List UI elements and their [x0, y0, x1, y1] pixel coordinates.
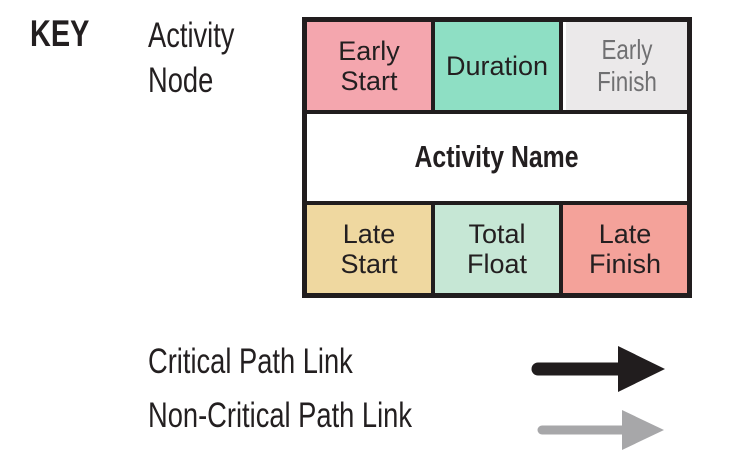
late-finish-label: Late Finish — [588, 218, 662, 280]
critical-path-link-text: Critical Path Link — [148, 342, 353, 381]
late-start-cell: Late Start — [307, 205, 431, 293]
key-heading: KEY — [30, 13, 106, 55]
total-float-label: Total Float — [466, 218, 528, 280]
activity-node-diagram: Early Start Duration Early Finish Activi… — [302, 17, 692, 298]
non-critical-path-arrow-icon — [537, 410, 664, 450]
activity-name-label: Activity Name — [414, 139, 580, 175]
late-start-label: Late Start — [340, 218, 398, 280]
early-start-label: Early Start — [338, 35, 400, 96]
total-float-cell: Total Float — [435, 205, 559, 293]
early-finish-label: Early Finish — [596, 34, 657, 97]
non-critical-path-link-text: Non-Critical Path Link — [148, 396, 413, 435]
non-critical-path-link-label: Non-Critical Path Link — [148, 398, 486, 434]
activity-name-cell: Activity Name — [307, 113, 687, 202]
late-finish-cell: Late Finish — [563, 205, 687, 293]
critical-path-arrow-icon — [531, 346, 665, 392]
early-start-cell: Early Start — [307, 22, 431, 110]
critical-path-link-label: Critical Path Link — [148, 344, 411, 380]
non-critical-path-arrow-head — [622, 410, 664, 450]
early-finish-cell: Early Finish — [563, 22, 687, 110]
duration-label: Duration — [445, 50, 549, 81]
duration-cell: Duration — [435, 22, 559, 110]
critical-path-arrow-head — [618, 346, 665, 392]
key-heading-text: KEY — [30, 13, 90, 54]
activity-node-caption: Activity Node — [148, 13, 298, 103]
activity-node-caption-text: Activity Node — [148, 16, 235, 100]
